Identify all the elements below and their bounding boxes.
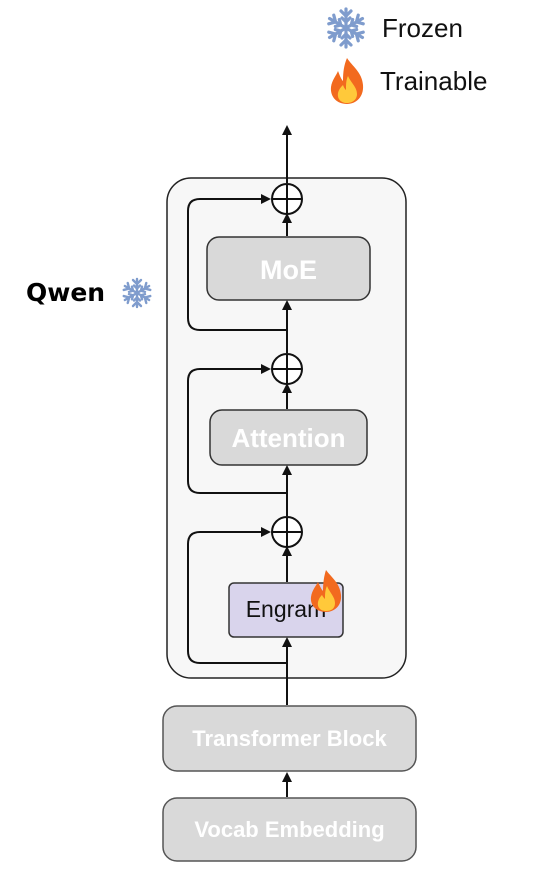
legend-trainable-label: Trainable [380, 65, 488, 96]
add-node [271, 516, 303, 548]
residual-engram [187, 527, 287, 664]
attention-block: Attention [209, 409, 368, 466]
residual-attention [187, 364, 287, 494]
transformer-block-label: Transformer Block [192, 726, 387, 751]
legend-trainable: Trainable [326, 56, 487, 106]
fire-icon [330, 58, 364, 104]
qwen-snowflake-icon [121, 277, 153, 309]
attention-label: Attention [231, 423, 345, 453]
moe-block: MoE [206, 236, 371, 301]
moe-label: MoE [260, 255, 317, 285]
transformer-block: Transformer Block [162, 705, 417, 772]
vocab-embedding-block: Vocab Embedding [162, 797, 417, 862]
legend-frozen-label: Frozen [382, 12, 463, 43]
residual-moe [187, 194, 287, 331]
qwen-label-text: Qwen [26, 278, 106, 307]
engram-fire-icon [310, 570, 342, 612]
snowflake-icon [325, 7, 367, 49]
add-node [271, 353, 303, 385]
legend-frozen: Frozen [322, 6, 463, 50]
add-node [271, 183, 303, 215]
qwen-label: Qwen [26, 278, 105, 307]
vocab-embedding-label: Vocab Embedding [194, 817, 384, 842]
